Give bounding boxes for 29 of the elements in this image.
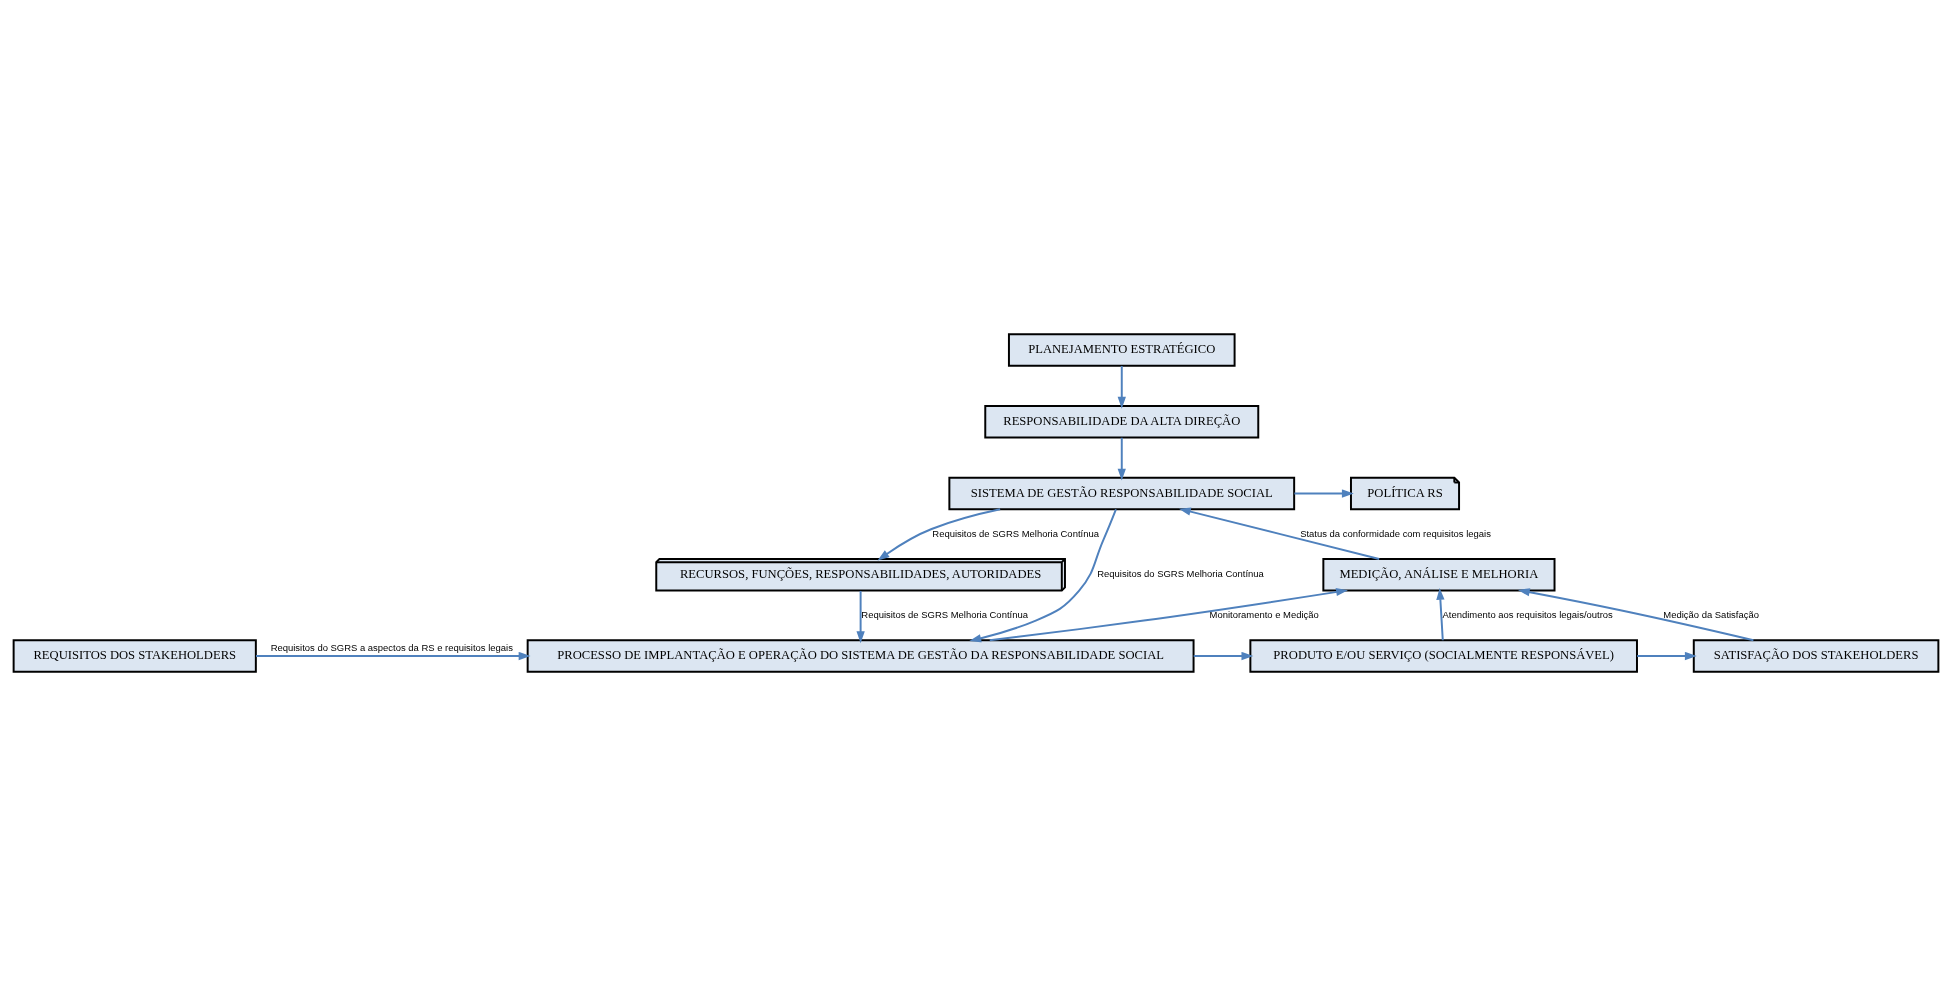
edge-label: Requisitos do SGRS Melhoria Contínua	[1097, 568, 1264, 580]
node-box: RESPONSABILIDADE DA ALTA DIREÇÃO	[984, 404, 1260, 439]
arrow	[255, 651, 531, 661]
arrow	[1436, 587, 1445, 642]
arrow	[856, 589, 865, 644]
arrow	[1636, 651, 1697, 661]
edge-label: Requisitos do SGRS a aspectos da RS e requisitos legais	[270, 642, 513, 654]
edge-label: Requisitos de SGRS Melhoria Contínua	[932, 527, 1099, 539]
node-box: PLANEJAMENTO ESTRATÉGICO	[1007, 333, 1236, 367]
arrow	[1178, 507, 1381, 560]
arrow	[1117, 436, 1126, 481]
edge-label: Atendimento aos requisitos legais/outros	[1442, 608, 1613, 620]
arrow	[969, 508, 1117, 643]
node-box: SATISFAÇÃO DOS STAKEHOLDERS	[1692, 639, 1940, 673]
node-box: PROCESSO DE IMPLANTAÇÃO E OPERAÇÃO DO SISTEMA DE GESTÃO DA RESPONSABILIDADE SOCIAL	[526, 639, 1195, 673]
edge-label: Requisitos de SGRS Melhoria Contínua	[861, 608, 1028, 620]
arrow	[1517, 588, 1755, 642]
node-box: MEDIÇÃO, ANÁLISE E MELHORIA	[1322, 558, 1556, 592]
node-box: PRODUTO E/OU SERVIÇO (SOCIALMENTE RESPONSÁVEL)	[1249, 639, 1638, 673]
arrow	[988, 587, 1348, 642]
edge-label: Status da conformidade com requisitos legais	[1300, 527, 1491, 539]
arrow	[1192, 651, 1254, 661]
edge-label: Medição da Satisfação	[1663, 608, 1759, 620]
node-box: REQUISITOS DOS STAKEHOLDERS	[12, 639, 257, 673]
edge-label: Monitoramento e Medição	[1209, 608, 1319, 620]
arrow	[877, 508, 1002, 561]
node-box: SISTEMA DE GESTÃO RESPONSABILIDADE SOCIAL	[948, 476, 1296, 511]
arrow	[1293, 489, 1354, 498]
arrow	[1117, 364, 1126, 409]
